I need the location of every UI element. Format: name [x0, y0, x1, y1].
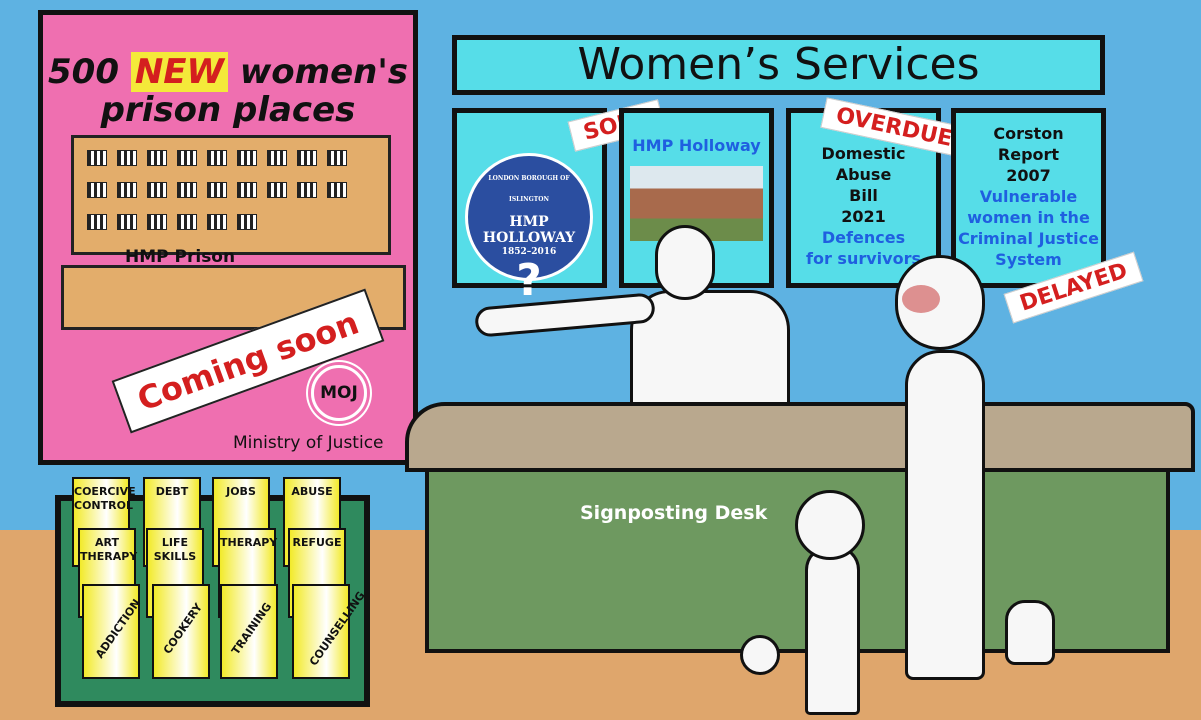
leaflet-label: TRAINING	[229, 600, 275, 658]
panel-text: Abuse	[835, 165, 892, 184]
ministry-label: Ministry of Justice	[233, 433, 384, 453]
panel-text: Bill	[849, 186, 878, 205]
teddy-bear	[740, 635, 780, 675]
panel-text: Domestic	[821, 144, 906, 163]
leaflet-label: ADDICTION	[92, 596, 144, 661]
panel-title: HMP Holloway	[632, 136, 761, 155]
blue-plaque: LONDON BOROUGH OF ISLINGTON HMP HOLLOWAY…	[465, 153, 593, 304]
clerk-head	[655, 225, 715, 300]
leaflet-cookery[interactable]: COOKERY	[152, 584, 210, 679]
panel-text: Report	[997, 145, 1060, 164]
prison-building	[71, 135, 391, 255]
leaflet-label: COOKERY	[160, 600, 206, 657]
plastic-bag	[1005, 600, 1055, 665]
plaque-title: HMP	[509, 214, 549, 230]
question-mark-icon: ?	[516, 255, 542, 306]
panel-corston-report: Corston Report 2007 Vulnerable women in …	[951, 108, 1106, 288]
poster-title-line2: prison places	[100, 90, 356, 130]
woman-figure	[905, 350, 985, 680]
poster-title-line1: 500 NEW women's	[48, 52, 408, 92]
desk-label: Signposting Desk	[580, 502, 768, 524]
panel-subtitle: women in the	[967, 208, 1090, 227]
panel-subtitle: Vulnerable	[979, 187, 1078, 206]
panel-text: 2007	[1006, 166, 1051, 185]
leaflet-training[interactable]: TRAINING	[220, 584, 278, 679]
panel-subtitle: Defences	[821, 228, 906, 247]
panel-subtitle: Criminal Justice	[958, 229, 1099, 248]
child-head	[795, 490, 865, 560]
leaflet-addiction[interactable]: ADDICTION	[82, 584, 143, 679]
signposting-desk	[425, 468, 1170, 653]
prison-poster: 500 NEW women's prison places HMP Prison…	[38, 10, 418, 465]
womens-services-sign: Women’s Services	[452, 35, 1105, 95]
plaque-title-2: HOLLOWAY	[482, 230, 576, 246]
desk-countertop	[405, 402, 1195, 472]
leaflet-counselling[interactable]: COUNSELLING	[292, 584, 368, 679]
bruise	[902, 285, 940, 313]
building-label: HMP Prison	[125, 247, 236, 267]
child-figure	[805, 545, 860, 715]
panel-text: 2021	[841, 207, 886, 226]
panel-subtitle: System	[995, 250, 1062, 269]
plaque-ring-text: LONDON BOROUGH OF ISLINGTON	[488, 175, 570, 203]
plaque-years: 1852–2016	[501, 247, 557, 257]
panel-text: Corston	[993, 124, 1064, 143]
moj-logo: MOJ	[311, 365, 367, 421]
panel-subtitle: for survivors	[806, 249, 921, 268]
